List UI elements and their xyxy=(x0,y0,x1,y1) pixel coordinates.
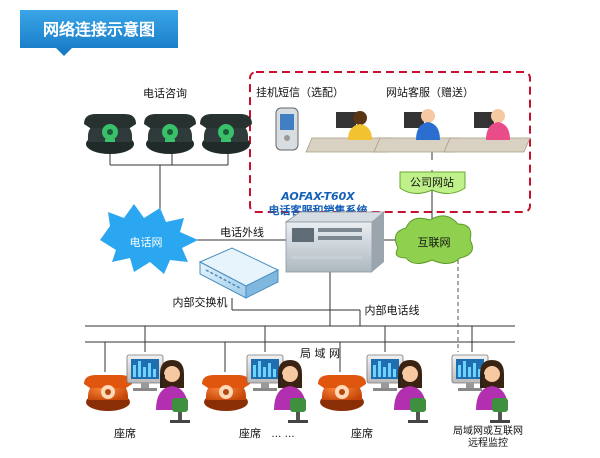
internet-label: 互联网 xyxy=(418,236,451,249)
internal-phone-line-label: 内部电话线 xyxy=(365,303,420,317)
service-options-frame xyxy=(249,71,531,213)
seat-workstation-1 xyxy=(84,354,190,423)
internet-cloud: 互联网 xyxy=(394,215,473,264)
seat-workstation-3 xyxy=(318,354,428,423)
web-service-label: 网站客服（赠送） xyxy=(386,85,474,99)
internal-switch-icon xyxy=(198,247,280,299)
ellipsis-label: … … xyxy=(271,429,294,440)
phone-consult-label: 电话咨询 xyxy=(143,86,187,100)
mobile-phone-icon xyxy=(275,107,299,151)
company-website-box: 公司网站 xyxy=(399,171,466,194)
diagram-header: 网络连接示意图 xyxy=(20,10,178,56)
phone-outline-label: 电话外线 xyxy=(220,225,264,239)
company-website-label: 公司网站 xyxy=(410,175,454,189)
product-name: AOFAX-T60X xyxy=(280,190,355,203)
sms-optional-label: 挂机短信（选配） xyxy=(256,85,344,99)
web-agent-1 xyxy=(305,111,393,153)
seat-label: 座席 xyxy=(239,426,261,440)
remote-monitor-label-1: 局域网或互联网 xyxy=(453,424,523,437)
consult-phone-icon xyxy=(200,114,252,154)
seat-label: 座席 xyxy=(351,426,373,440)
aofax-server-icon xyxy=(284,211,386,273)
phone-network-cloud: 电话网 xyxy=(100,204,198,274)
phone-network-label: 电话网 xyxy=(130,236,163,249)
diagram-title: 网络连接示意图 xyxy=(43,20,155,39)
remote-monitor-label-2: 远程监控 xyxy=(468,436,508,449)
seat-workstation-2 xyxy=(202,354,308,423)
consult-phone-icon xyxy=(84,114,136,154)
consult-phone-icon xyxy=(144,114,196,154)
web-agent-2 xyxy=(373,109,461,153)
internal-pbx-label: 内部交换机 xyxy=(173,295,228,309)
seat-label: 座席 xyxy=(114,426,136,440)
lan-lines xyxy=(85,150,515,372)
remote-monitor-workstation xyxy=(451,354,510,423)
lan-label: 局 域 网 xyxy=(300,347,340,360)
web-agent-3 xyxy=(443,109,531,153)
